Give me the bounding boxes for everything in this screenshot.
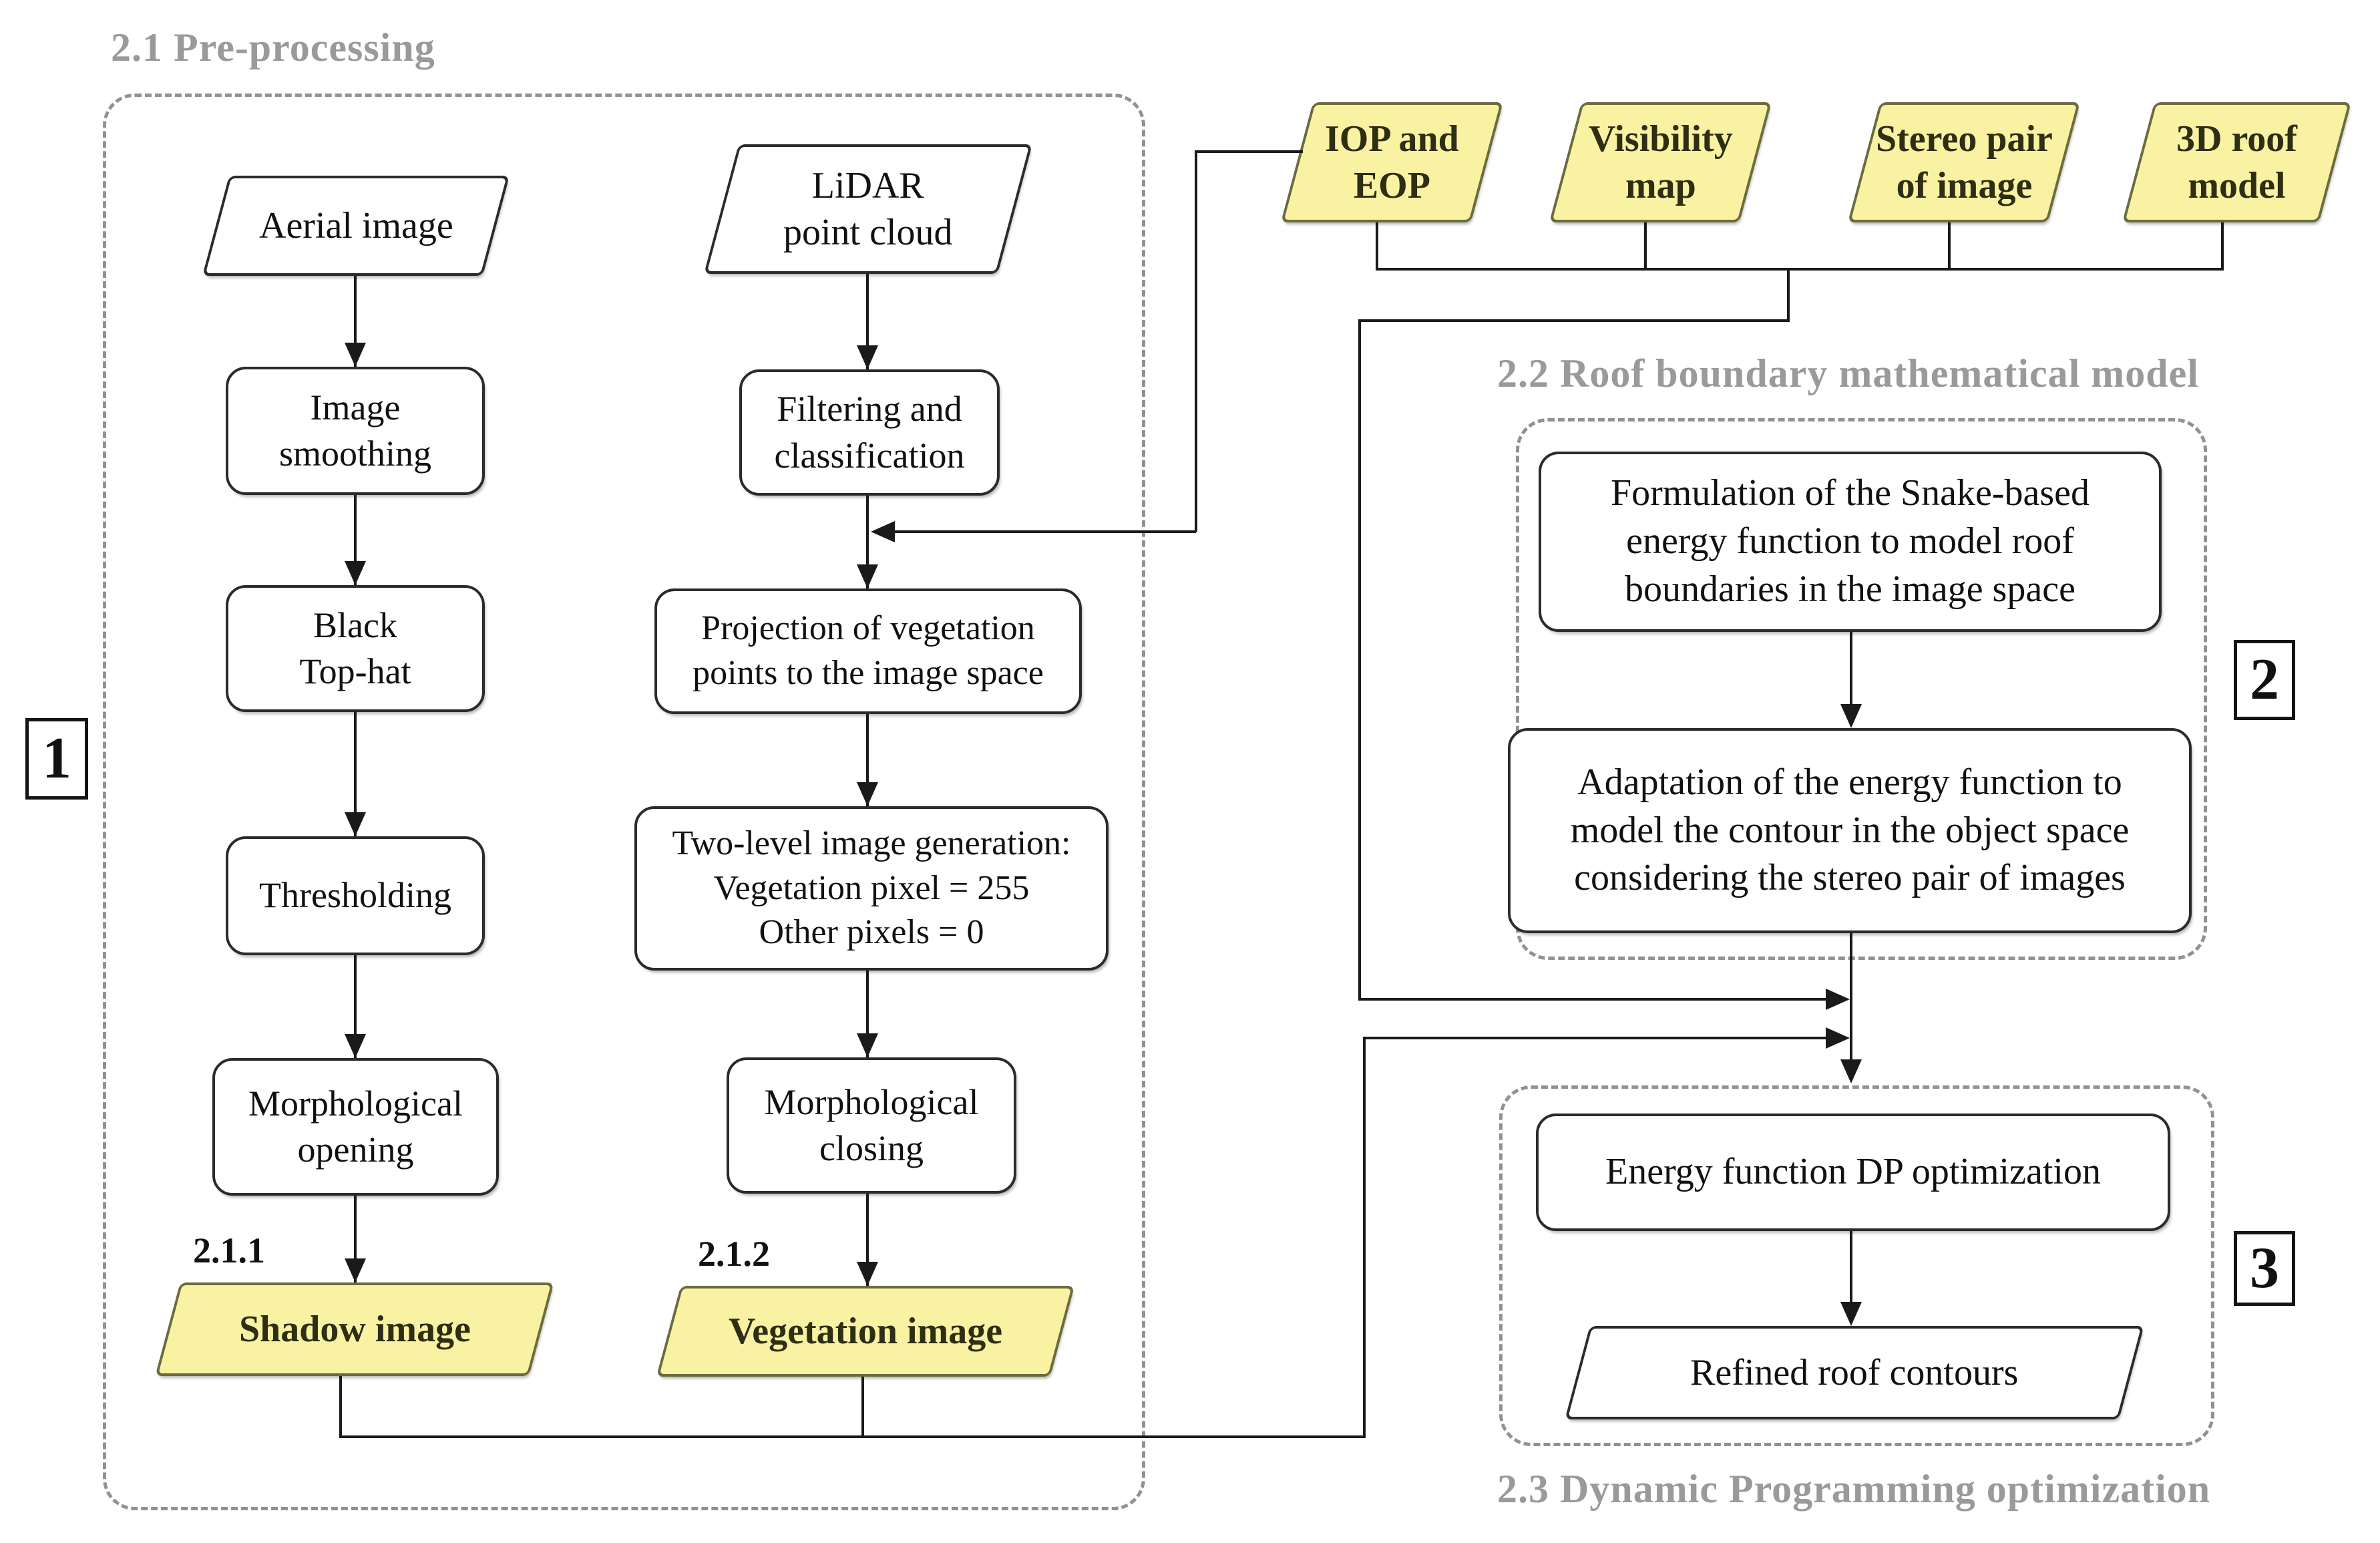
connector-tophat-thresholding bbox=[354, 711, 357, 836]
connector-iop-feed-vertical bbox=[1195, 150, 1197, 532]
process-filtering-classification: Filtering and classification bbox=[739, 369, 1000, 496]
io-refined-roof-contours: Refined roof contours bbox=[1565, 1326, 2144, 1419]
sublabel-2-1-1: 2.1.1 bbox=[193, 1230, 265, 1270]
io-3d-roof-model: 3D roof model bbox=[2122, 102, 2352, 222]
connector-inputs-to-merge bbox=[1358, 998, 1847, 1001]
process-snake-formulation: Formulation of the Snake-based energy fu… bbox=[1539, 452, 2162, 632]
arrowhead-into-thresholding bbox=[345, 812, 366, 836]
connector-roofmodel-drop bbox=[2221, 222, 2224, 269]
arrowhead-right-inputs-merge bbox=[1826, 989, 1850, 1010]
process-thresholding: Thresholding bbox=[226, 836, 485, 955]
arrowhead-into-shadow bbox=[345, 1258, 366, 1282]
section-title-dp-optimization: 2.3 Dynamic Programming optimization bbox=[1497, 1467, 2211, 1511]
arrowhead-into-tophat bbox=[345, 561, 366, 585]
sublabel-2-1-2: 2.1.2 bbox=[698, 1234, 770, 1274]
arrowhead-into-morphclose bbox=[857, 1033, 878, 1057]
connector-morphclose-vegetation bbox=[866, 1194, 869, 1286]
arrowhead-into-adaptation bbox=[1840, 704, 1862, 728]
arrowhead-right-images-merge bbox=[1826, 1027, 1850, 1049]
connector-thresholding-morphopen bbox=[354, 955, 357, 1058]
io-vegetation-image-label: Vegetation image bbox=[728, 1311, 1003, 1352]
process-two-level-image-generation: Two-level image generation: Vegetation p… bbox=[634, 806, 1109, 971]
section-title-roof-boundary: 2.2 Roof boundary mathematical model bbox=[1497, 351, 2199, 395]
step-badge-3: 3 bbox=[2234, 1231, 2295, 1306]
io-shadow-image: Shadow image bbox=[155, 1282, 554, 1376]
connector-dp-refined bbox=[1850, 1231, 1852, 1304]
connector-output-collector bbox=[339, 1435, 1366, 1438]
io-aerial-image: Aerial image bbox=[202, 176, 510, 276]
section-roof-boundary-dashed-box bbox=[1516, 418, 2207, 960]
arrowhead-into-projection bbox=[857, 564, 878, 588]
io-lidar-point-cloud-label: LiDAR point cloud bbox=[783, 165, 953, 253]
io-lidar-point-cloud: LiDAR point cloud bbox=[704, 144, 1032, 274]
step-badge-2: 2 bbox=[2234, 640, 2295, 720]
arrowhead-into-vegetation bbox=[857, 1262, 878, 1286]
connector-projection-twolevel bbox=[866, 714, 869, 806]
io-vegetation-image: Vegetation image bbox=[656, 1286, 1075, 1377]
connector-iop-feed-top bbox=[1196, 150, 1303, 153]
io-refined-roof-contours-label: Refined roof contours bbox=[1690, 1352, 2019, 1393]
io-stereo-pair: Stereo pair of image bbox=[1847, 102, 2081, 222]
arrowhead-into-refined bbox=[1840, 1302, 1862, 1326]
process-morphological-closing: Morphological closing bbox=[727, 1057, 1016, 1194]
io-iop-eop: IOP and EOP bbox=[1280, 102, 1504, 222]
arrowhead-into-smoothing bbox=[345, 343, 366, 367]
io-aerial-image-label: Aerial image bbox=[258, 205, 453, 246]
connector-vegetation-collector bbox=[861, 1377, 864, 1437]
connector-stereo-drop bbox=[1948, 222, 1951, 269]
io-3d-roof-model-label: 3D roof model bbox=[2176, 118, 2297, 206]
connector-lidar-filtering bbox=[866, 274, 869, 369]
process-image-smoothing: Image smoothing bbox=[226, 367, 485, 495]
process-morphological-opening: Morphological opening bbox=[212, 1058, 499, 1196]
step-badge-1: 1 bbox=[25, 718, 88, 800]
process-energy-dp-optimization: Energy function DP optimization bbox=[1536, 1113, 2170, 1231]
io-shadow-image-label: Shadow image bbox=[238, 1309, 471, 1350]
io-visibility-map: Visibility map bbox=[1549, 102, 1772, 222]
connector-bus-step-down bbox=[1787, 268, 1790, 321]
connector-visibility-drop bbox=[1644, 222, 1647, 269]
io-visibility-map-label: Visibility map bbox=[1588, 118, 1733, 206]
connector-twolevel-morphclose bbox=[866, 971, 869, 1057]
connector-shadow-collector bbox=[339, 1376, 342, 1437]
process-projection-vegetation: Projection of vegetation points to the i… bbox=[654, 588, 1082, 714]
arrowhead-into-twolevel bbox=[857, 782, 878, 806]
arrowhead-into-filtering bbox=[857, 345, 878, 369]
connector-filtering-projection bbox=[866, 496, 869, 588]
connector-images-to-merge bbox=[1363, 1037, 1847, 1039]
connector-merge-vertical bbox=[1850, 933, 1852, 1060]
connector-aerial-smoothing bbox=[354, 276, 357, 367]
connector-bus-long-vertical bbox=[1358, 319, 1361, 1000]
connector-formulation-adaptation bbox=[1850, 632, 1852, 707]
arrowhead-into-dp-section bbox=[1840, 1059, 1862, 1083]
connector-bus-step-left bbox=[1358, 319, 1790, 322]
process-black-top-hat: Black Top-hat bbox=[226, 585, 485, 712]
io-iop-eop-label: IOP and EOP bbox=[1325, 118, 1459, 206]
arrowhead-left-into-projection-line bbox=[871, 521, 895, 542]
connector-iop-feed-horizontal bbox=[876, 530, 1196, 533]
section-dp-optimization-dashed-box bbox=[1499, 1085, 2214, 1446]
connector-morphopen-shadow bbox=[354, 1196, 357, 1282]
io-stereo-pair-label: Stereo pair of image bbox=[1875, 118, 2053, 206]
connector-input-bus bbox=[1376, 268, 2224, 271]
arrowhead-into-morphopen bbox=[345, 1034, 366, 1058]
connector-iop-drop bbox=[1376, 222, 1378, 269]
section-preprocessing-dashed-box bbox=[103, 94, 1145, 1510]
process-energy-adaptation: Adaptation of the energy function to mod… bbox=[1508, 728, 2192, 933]
connector-collector-rise bbox=[1363, 1037, 1366, 1438]
connector-smoothing-tophat bbox=[354, 495, 357, 585]
section-title-preprocessing: 2.1 Pre-processing bbox=[111, 25, 435, 69]
